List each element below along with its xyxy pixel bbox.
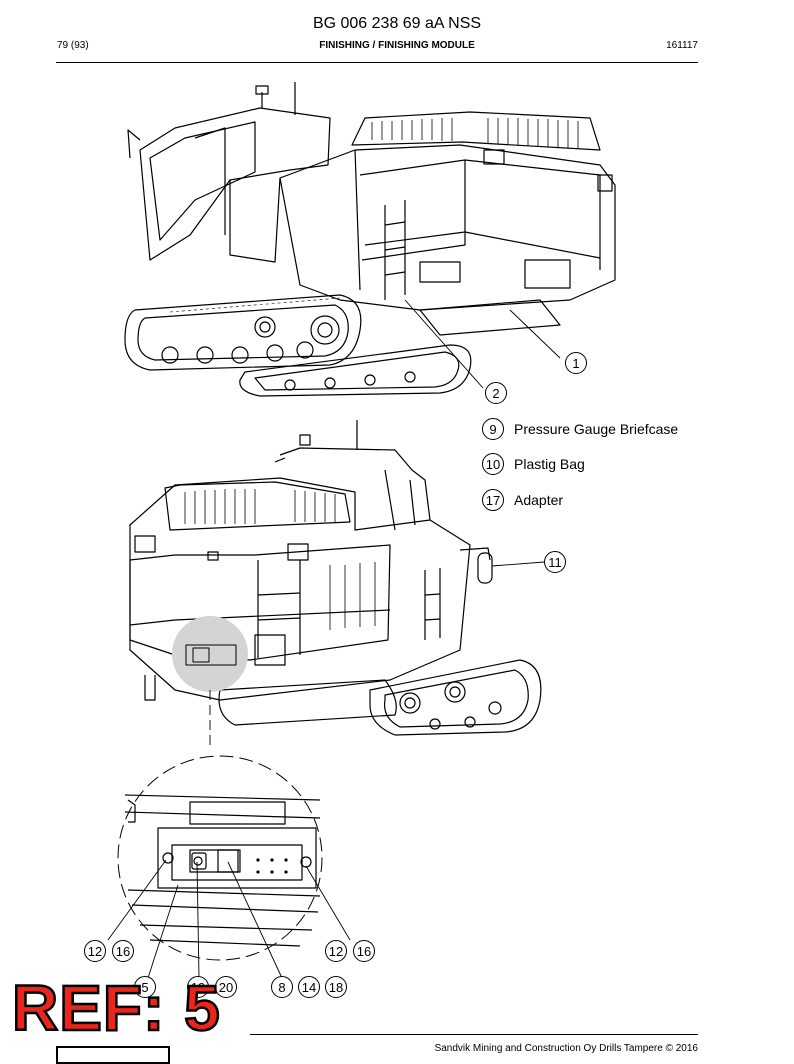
legend-label: Pressure Gauge Briefcase [514,421,679,437]
callout-2: 2 [485,382,507,404]
callout-16-left: 16 [112,940,134,962]
callout-14: 14 [298,976,320,998]
footer-copyright: Sandvik Mining and Construction Oy Drill… [434,1043,698,1054]
section-title: FINISHING / FINISHING MODULE [319,40,475,51]
callout-12-right: 12 [325,940,347,962]
callout-12-left: 12 [84,940,106,962]
upper-rig-drawing [124,82,616,397]
callout-5: 5 [134,976,156,998]
legend-label: Plastig Bag [514,456,585,472]
legend-number: 9 [482,418,504,440]
footer-rule [250,1034,698,1035]
lower-rig-drawing [129,420,545,736]
callout-11: 11 [544,551,566,573]
callout-16-right: 16 [353,940,375,962]
page-number: 79 (93) [57,40,89,51]
callout-19: 19 [187,976,209,998]
legend-number: 17 [482,489,504,511]
legend-number: 10 [482,453,504,475]
detail-view-drawing [107,690,351,979]
document-date: 161117 [666,40,698,51]
ref-stamp: REF: 5 [11,972,221,1044]
sandvik-logo [56,1046,170,1064]
callout-18: 18 [325,976,347,998]
document-code: BG 006 238 69 aA NSS [312,15,482,32]
legend-label: Adapter [514,492,564,508]
header-rule [56,62,698,63]
callout-1: 1 [565,352,587,374]
callout-8: 8 [271,976,293,998]
callout-20: 20 [215,976,237,998]
